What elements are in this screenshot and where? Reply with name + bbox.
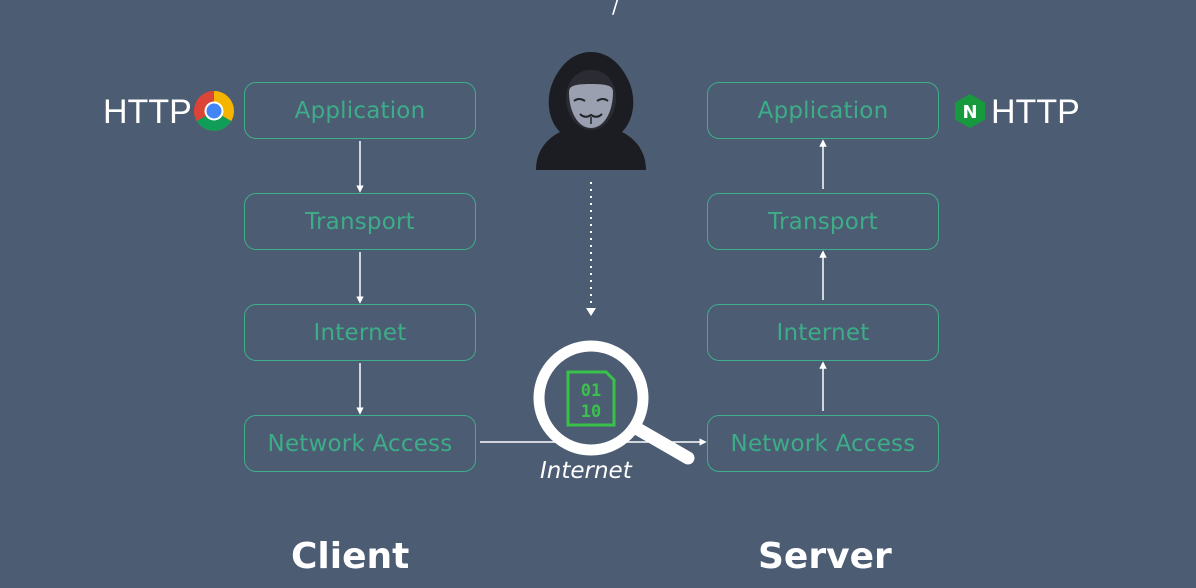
client-layer-network-access: Network Access — [244, 415, 476, 472]
server-layer-application: Application — [707, 82, 939, 139]
client-label: Client — [291, 536, 410, 577]
client-layer-application: Application — [244, 82, 476, 139]
server-layer-internet: Internet — [707, 304, 939, 361]
magnifier-icon — [533, 340, 695, 465]
server-layer-network-access: Network Access — [707, 415, 939, 472]
chrome-icon — [194, 91, 234, 131]
server-label: Server — [758, 536, 892, 577]
client-layer-transport: Transport — [244, 193, 476, 250]
client-layer-internet: Internet — [244, 304, 476, 361]
client-protocol-label: HTTP — [103, 93, 192, 131]
binary-line-1: 01 — [581, 381, 601, 401]
nginx-letter: N — [962, 102, 977, 123]
binary-line-2: 10 — [581, 402, 601, 422]
nginx-icon: N — [955, 94, 985, 128]
server-layer-transport: Transport — [707, 193, 939, 250]
link-label: Internet — [540, 458, 632, 484]
hacker-icon — [536, 52, 646, 170]
server-protocol-label: HTTP — [991, 93, 1080, 131]
interception-arrowhead — [586, 308, 596, 316]
